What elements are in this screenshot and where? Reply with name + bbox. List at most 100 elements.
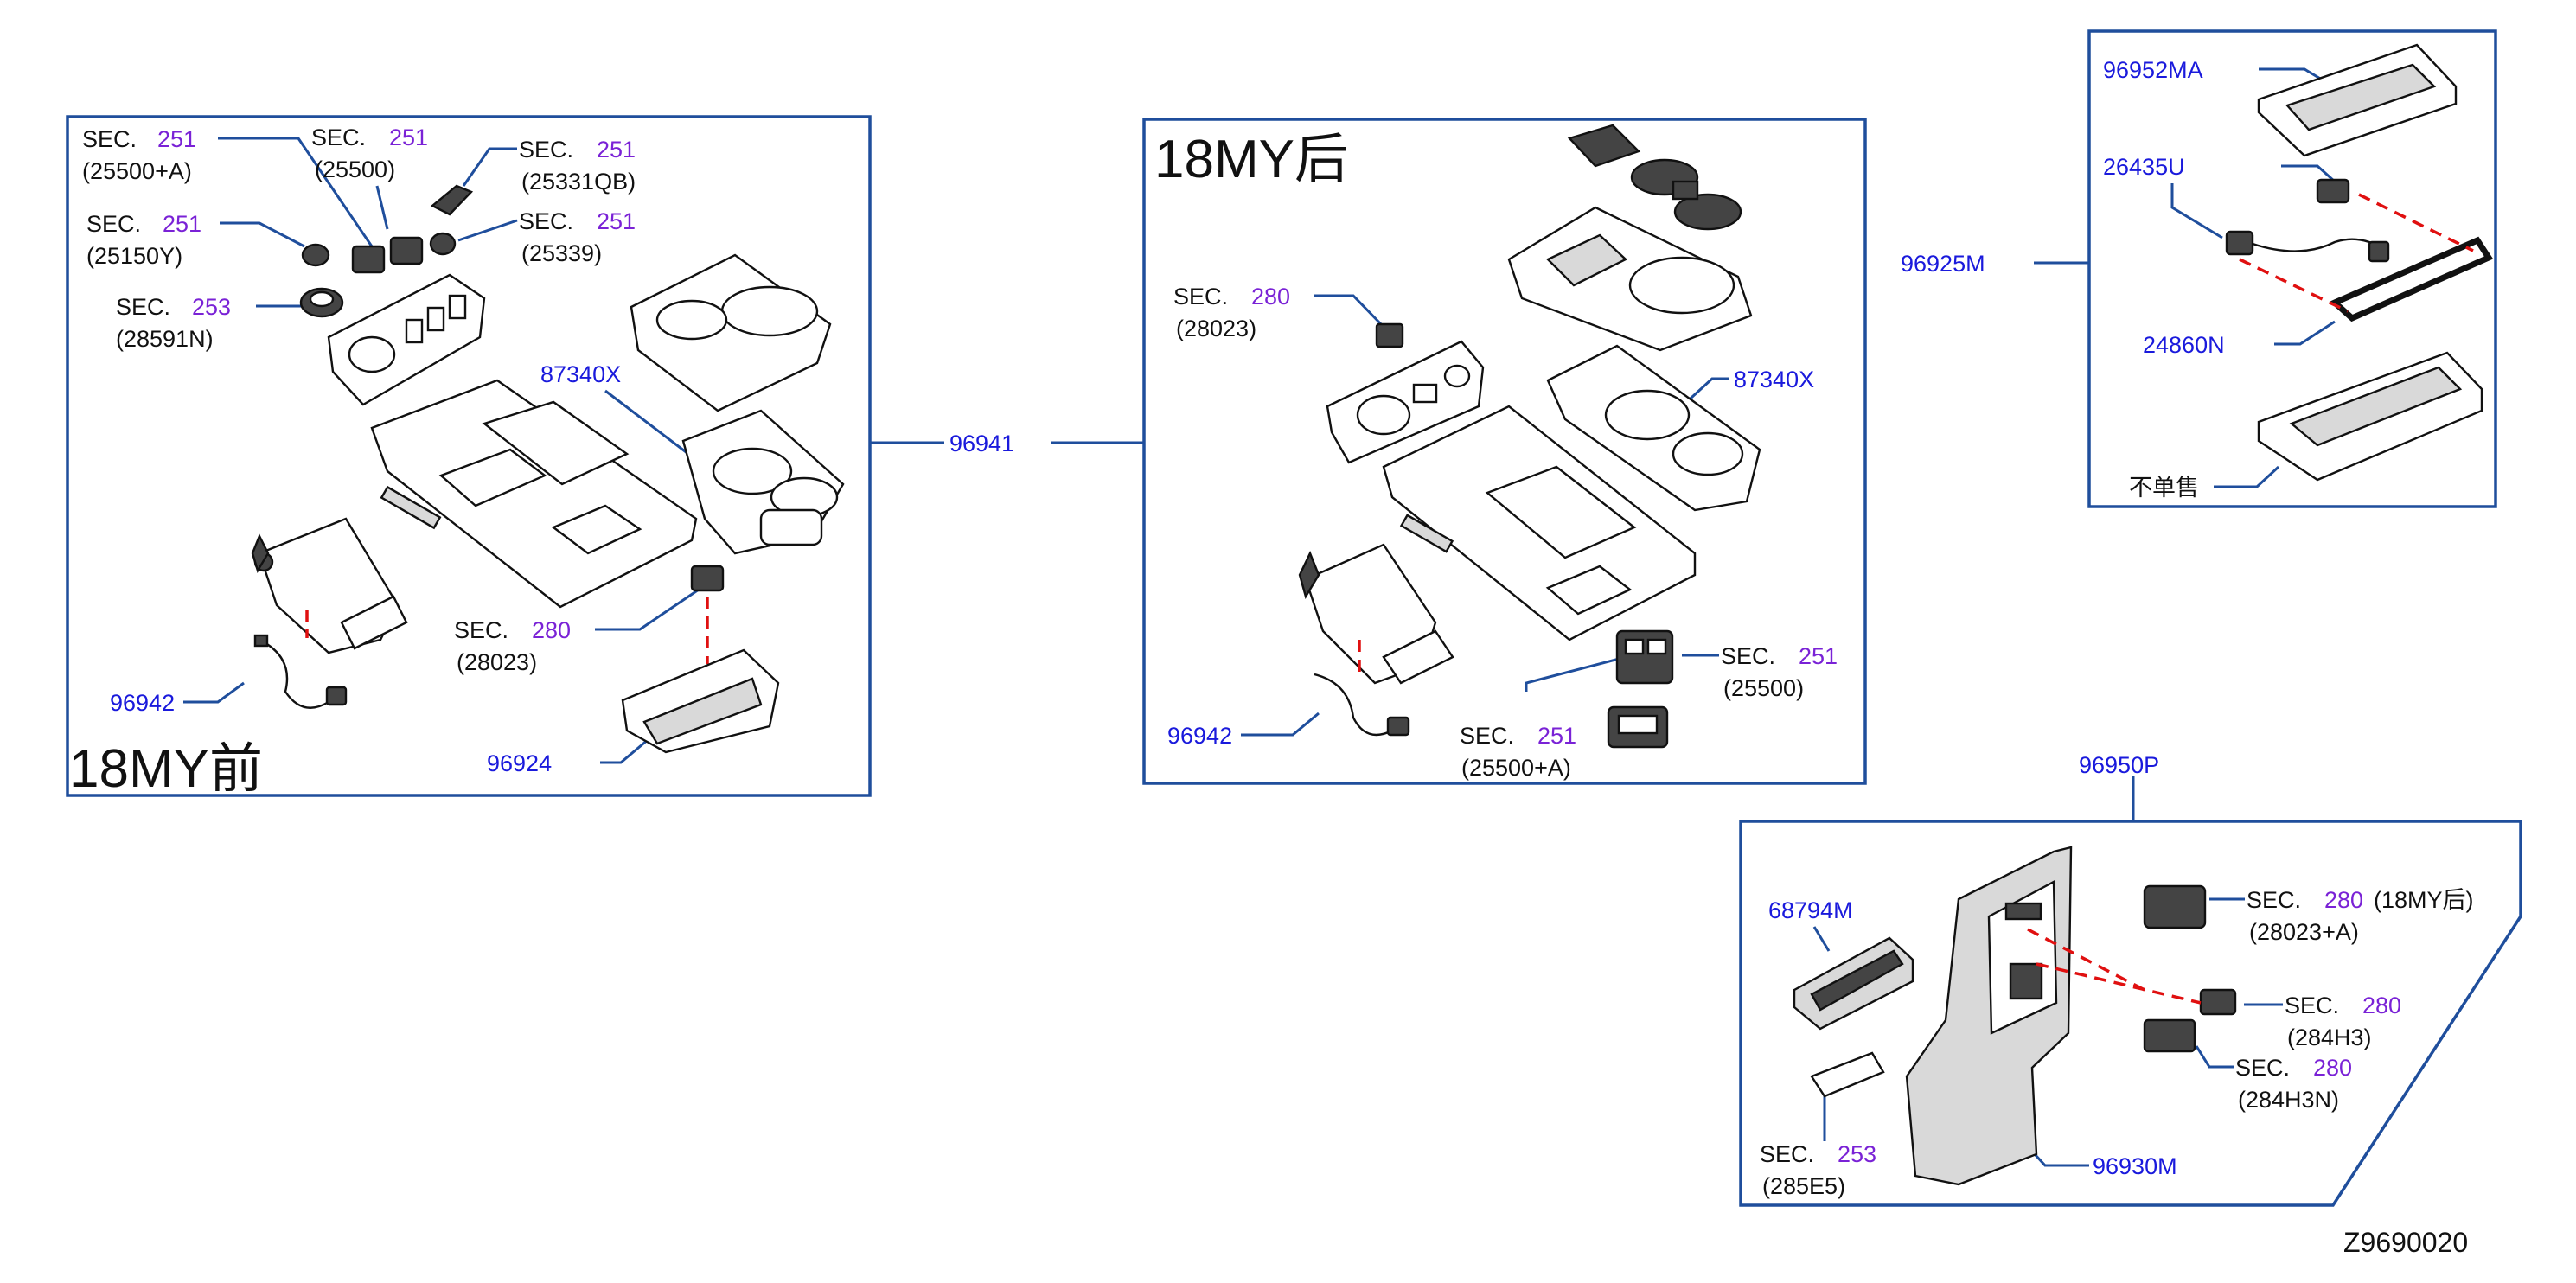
rear-panel-title: 18MY后: [1154, 130, 1348, 189]
svg-text:(25500+A): (25500+A): [82, 158, 192, 184]
bottom-right-dashed-connector-1: [2027, 928, 2145, 992]
rear-usb-28023: [1375, 322, 1404, 348]
rear-top-mat: [1567, 124, 1742, 231]
svg-text:SEC.: SEC.: [311, 124, 366, 150]
drawing-number: Z9690020: [2343, 1227, 2468, 1258]
front-cup-holder-87340x: [681, 409, 845, 555]
front-switch-bezel: [327, 273, 486, 406]
svg-text:(25500): (25500): [1723, 675, 1804, 701]
svg-text:280: 280: [1251, 284, 1290, 310]
top-right-dashed-connector-2: [2239, 258, 2349, 313]
svg-text:251: 251: [157, 126, 196, 152]
svg-text:(25500): (25500): [315, 156, 395, 182]
part-label-87340x-front: 87340X: [540, 361, 621, 387]
svg-text:280: 280: [532, 617, 571, 643]
top-right-panel-frame: [2087, 29, 2497, 508]
part-label-68794m: 68794M: [1768, 897, 1853, 923]
svg-text:SEC.: SEC.: [2235, 1055, 2290, 1081]
svg-text:251: 251: [163, 211, 201, 237]
svg-text:251: 251: [389, 124, 428, 150]
sec-ref-f2: SEC. 251 (25500): [311, 124, 428, 230]
sec-ref-r1: SEC. 280 (28023): [1173, 284, 1385, 341]
plate-285e5: [1810, 1051, 1885, 1098]
sec-ref-f7: SEC. 280 (28023): [454, 588, 700, 675]
front-cup-holder-tray: [630, 253, 832, 412]
svg-text:SEC.: SEC.: [2285, 993, 2339, 1018]
svg-text:SEC.: SEC.: [1460, 723, 1514, 749]
part-label-96924: 96924: [487, 750, 552, 776]
svg-text:SEC.: SEC.: [519, 208, 573, 234]
rear-center-console-trim: [1382, 405, 1697, 642]
vent-68794m: [1793, 936, 1914, 1031]
top-right-dashed-connector-1: [2358, 193, 2474, 252]
part-label-96950p: 96950P: [2079, 752, 2159, 778]
front-panel-title: 18MY前: [69, 739, 263, 799]
usb-28023a: [2143, 884, 2207, 929]
not-sold-separately-label: 不单售: [2129, 475, 2199, 501]
front-usb-28023: [690, 565, 725, 592]
svg-text:(25150Y): (25150Y): [86, 243, 182, 269]
svg-text:(28023): (28023): [1176, 316, 1256, 341]
svg-text:(284H3): (284H3): [2287, 1024, 2372, 1050]
sec-ref-c1: SEC. 280 (18MY后) (28023+A): [2209, 887, 2474, 945]
rear-shifter-assembly: [1298, 514, 1454, 685]
part-label-26435u: 26435U: [2103, 154, 2185, 180]
socket-284h3: [2199, 988, 2237, 1016]
svg-text:253: 253: [1838, 1141, 1876, 1167]
svg-text:SEC.: SEC.: [86, 211, 141, 237]
svg-text:(28591N): (28591N): [116, 326, 214, 352]
sec-ref-f4: SEC. 251 (25150Y): [86, 211, 305, 269]
rear-console-panel-96930m: [1905, 846, 2073, 1186]
svg-text:(25331QB): (25331QB): [521, 169, 636, 195]
front-switch-knobs: [299, 184, 474, 318]
sec-ref-f1: SEC. 251 (25500+A): [82, 126, 374, 247]
sec-ref-c4: SEC. 253 (285E5): [1760, 1096, 1876, 1199]
svg-text:280: 280: [2313, 1055, 2352, 1081]
svg-text:251: 251: [597, 137, 636, 163]
part-label-96952ma: 96952MA: [2103, 57, 2203, 83]
front-tray-96924: [621, 648, 780, 754]
rear-panel-frame: [1142, 118, 1867, 785]
front-center-console-trim: [370, 379, 698, 609]
svg-text:251: 251: [597, 208, 636, 234]
harness-26435u-24860n: [2225, 178, 2494, 322]
svg-text:253: 253: [192, 294, 231, 320]
rear-cup-tray: [1507, 206, 1753, 352]
console-box-not-sold: [2257, 351, 2483, 482]
rear-harness-96942: [1314, 673, 1410, 737]
lid-96952ma: [2257, 43, 2458, 157]
sec-ref-f5: SEC. 251 (25339): [457, 208, 636, 266]
sec-ref-c2: SEC. 280 (284H3): [2244, 993, 2401, 1050]
svg-text:(28023+A): (28023+A): [2249, 919, 2359, 945]
rear-switches-25500: [1607, 629, 1674, 749]
svg-text:(28023): (28023): [457, 649, 537, 675]
svg-text:SEC.: SEC.: [1760, 1141, 1814, 1167]
svg-text:SEC.: SEC.: [519, 137, 573, 163]
rear-switch-bezel: [1326, 340, 1485, 464]
svg-text:251: 251: [1799, 643, 1838, 669]
bottom-right-panel-frame: [1739, 820, 2522, 1207]
part-label-96942-front: 96942: [110, 690, 175, 716]
sec-ref-c3: SEC. 280 (284H3N): [2195, 1045, 2352, 1113]
part-label-96942-rear: 96942: [1167, 723, 1232, 749]
sec-ref-f3: SEC. 251 (25331QB): [462, 137, 636, 195]
front-harness-96942: [253, 634, 348, 709]
svg-text:(25339): (25339): [521, 240, 602, 266]
part-label-96930m: 96930M: [2093, 1153, 2177, 1179]
svg-text:SEC.: SEC.: [116, 294, 170, 320]
svg-text:SEC.: SEC.: [1173, 284, 1228, 310]
front-panel-frame: [66, 115, 872, 797]
svg-text:280: 280: [2324, 887, 2363, 913]
sec-ref-f6: SEC. 253 (28591N): [116, 294, 303, 352]
svg-text:280: 280: [2362, 993, 2401, 1018]
svg-text:SEC.: SEC.: [1721, 643, 1775, 669]
svg-text:SEC.: SEC.: [82, 126, 137, 152]
svg-text:251: 251: [1537, 723, 1576, 749]
socket-284h3n: [2143, 1018, 2196, 1053]
svg-text:SEC.: SEC.: [454, 617, 508, 643]
rear-cup-holder-87340x: [1546, 344, 1761, 512]
front-shifter-assembly: [251, 485, 442, 654]
part-label-96925m: 96925M: [1901, 251, 1985, 277]
bottom-right-dashed-connector-2: [2036, 962, 2202, 1005]
